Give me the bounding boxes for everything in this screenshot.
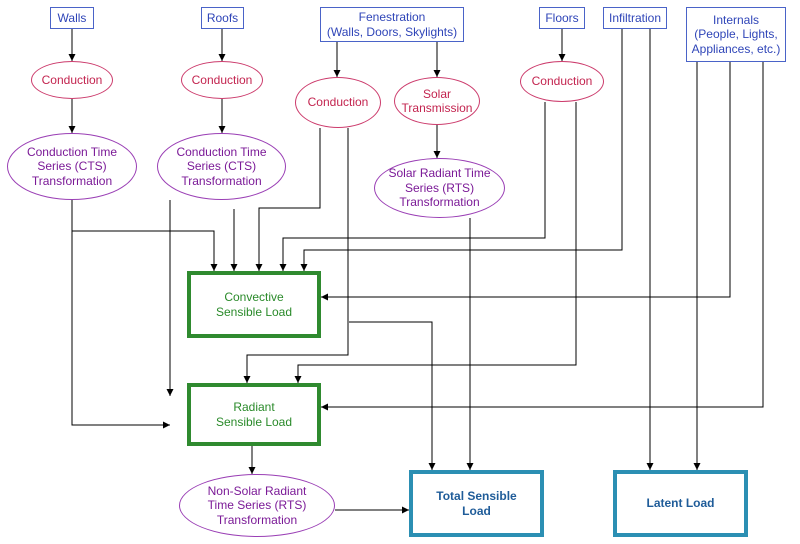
- roofs-label: Roofs: [206, 10, 239, 25]
- fenestration-source: Fenestration (Walls, Doors, Skylights): [320, 7, 464, 42]
- line-floors-to-convective: [279, 102, 546, 271]
- roofs-conduction: Conduction: [181, 61, 263, 99]
- total-label-2: Load: [462, 503, 491, 518]
- convective-label-2: Sensible Load: [215, 304, 293, 319]
- convective-sensible-load: Convective Sensible Load: [187, 271, 321, 338]
- walls-conduction: Conduction: [31, 61, 113, 99]
- latent-load: Latent Load: [613, 470, 748, 537]
- internals-label: Internals: [712, 12, 760, 27]
- latent-label: Latent Load: [646, 496, 715, 511]
- fenestration-conduction-label: Conduction: [307, 95, 369, 110]
- internals-sublabel-1: (People, Lights,: [694, 27, 778, 42]
- line-fen-conduction-to-radiant: [243, 128, 349, 383]
- roofs-source: Roofs: [201, 7, 244, 29]
- roofs-cts-line-1: Conduction Time: [176, 144, 267, 159]
- solar-rts-line-3: Transformation: [399, 195, 480, 210]
- line-fen-conduction-to-convective: [255, 128, 321, 271]
- internals-sublabel-2: Appliances, etc.): [691, 41, 781, 56]
- roofs-cts-line-2: Series (CTS): [186, 159, 257, 174]
- line-internals-to-radiant: [321, 62, 764, 411]
- floors-source: Floors: [539, 7, 585, 29]
- nonsolar-rts-line-2: Time Series (RTS): [207, 498, 307, 513]
- fenestration-label: Fenestration: [358, 10, 426, 25]
- solar-rts-transformation: Solar Radiant Time Series (RTS) Transfor…: [374, 158, 505, 218]
- fenestration-conduction: Conduction: [295, 77, 381, 128]
- nonsolar-rts-transformation: Non-Solar Radiant Time Series (RTS) Tran…: [179, 474, 335, 537]
- infiltration-source: Infiltration: [603, 7, 667, 29]
- radiant-sensible-load: Radiant Sensible Load: [187, 383, 321, 446]
- total-label-1: Total Sensible: [436, 489, 517, 504]
- walls-cts-line-2: Series (CTS): [37, 159, 107, 174]
- roofs-cts-line-3: Transformation: [181, 173, 262, 188]
- line-infiltration-to-convective: [300, 28, 623, 271]
- walls-cts-transformation: Conduction Time Series (CTS) Transformat…: [7, 133, 137, 200]
- line-walls-to-radiant: [71, 231, 170, 429]
- roofs-cts-transformation: Conduction Time Series (CTS) Transformat…: [157, 133, 286, 200]
- solar-rts-line-2: Series (RTS): [404, 180, 475, 195]
- line-walls-cts-to-convective: [71, 200, 218, 271]
- line-convective-to-total: [349, 321, 436, 470]
- walls-cts-line-3: Transformation: [31, 173, 113, 188]
- internals-source: Internals (People, Lights, Appliances, e…: [686, 7, 786, 62]
- walls-label: Walls: [57, 10, 87, 25]
- radiant-label-1: Radiant: [233, 400, 275, 415]
- radiant-label-2: Sensible Load: [215, 414, 293, 429]
- floors-label: Floors: [545, 10, 579, 25]
- solar-transmission-label-1: Solar: [422, 86, 451, 101]
- nonsolar-rts-line-3: Transformation: [216, 512, 298, 527]
- nonsolar-rts-line-1: Non-Solar Radiant: [207, 483, 307, 498]
- fenestration-sublabel: (Walls, Doors, Skylights): [326, 24, 458, 39]
- walls-conduction-label: Conduction: [41, 72, 103, 87]
- walls-cts-line-1: Conduction Time: [26, 144, 118, 159]
- solar-rts-line-1: Solar Radiant Time: [388, 166, 491, 181]
- roofs-conduction-label: Conduction: [191, 72, 253, 87]
- floors-conduction-label: Conduction: [531, 74, 593, 89]
- line-internals-to-convective: [321, 62, 731, 301]
- line-floors-to-radiant: [294, 102, 577, 383]
- convective-label-1: Convective: [224, 290, 284, 305]
- infiltration-label: Infiltration: [608, 10, 662, 25]
- solar-transmission-label-2: Transmission: [401, 101, 473, 115]
- walls-source: Walls: [50, 7, 94, 29]
- solar-transmission: Solar Transmission: [394, 77, 480, 125]
- floors-conduction: Conduction: [520, 61, 604, 102]
- total-sensible-load: Total Sensible Load: [409, 470, 544, 537]
